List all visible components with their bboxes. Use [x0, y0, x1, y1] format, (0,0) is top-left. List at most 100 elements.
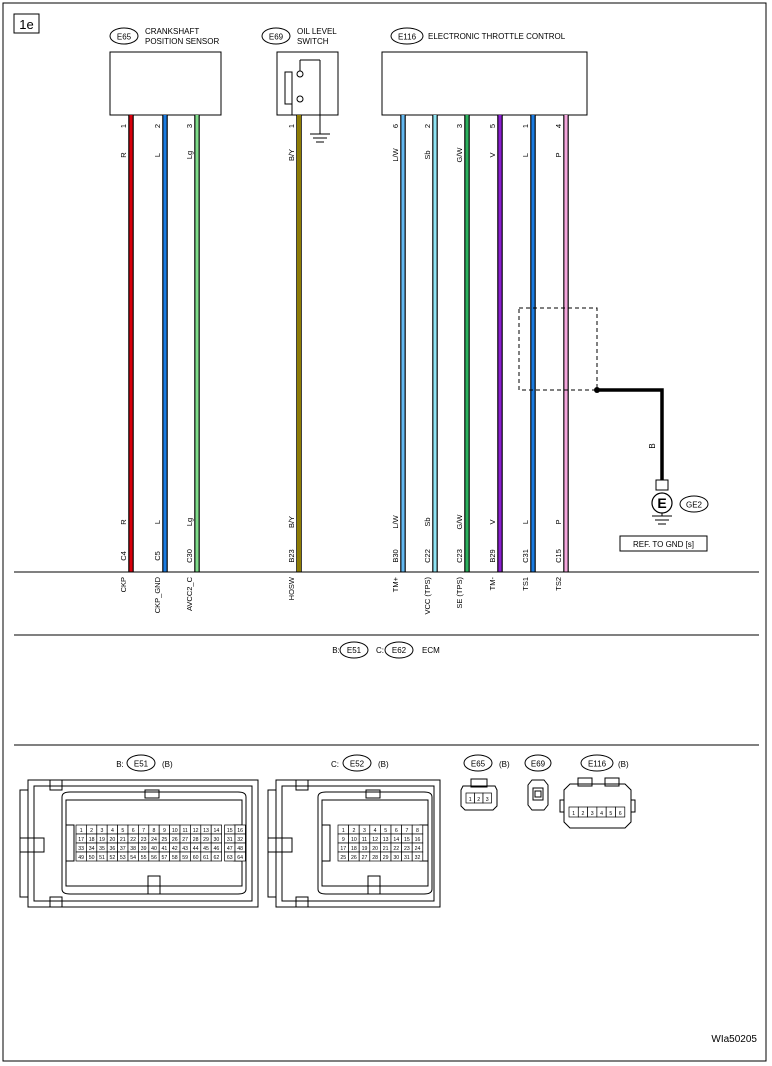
connector-pin-number: 16	[237, 828, 243, 834]
connector-pin: 38	[127, 842, 139, 853]
view-e51-prefix: B:	[116, 760, 124, 769]
connector-pin-number: 15	[227, 828, 233, 834]
e65-component-box	[109, 51, 222, 116]
connector-pin-number: 7	[405, 828, 408, 834]
connector-pin: 9	[337, 833, 349, 844]
connector-pin-number: 4	[111, 828, 114, 834]
connector-pin: 6	[615, 806, 626, 818]
connector-pin-number: 2	[90, 828, 93, 834]
connector-pin: 26	[348, 851, 360, 862]
connector-pin: 30	[390, 851, 402, 862]
ecm-signal-label: TS2	[554, 577, 563, 591]
connector-pin-number: 4	[600, 811, 603, 817]
connector-pin: 19	[96, 833, 108, 844]
connector-pin-number: 23	[141, 837, 147, 843]
component-pin-number: 1	[521, 124, 530, 128]
connector-pin: 58	[169, 851, 181, 862]
connector-pin: 61	[200, 851, 212, 862]
ecm-b-code: E51	[347, 646, 362, 655]
connector-pin: 59	[179, 851, 191, 862]
wire-color-label-top: V	[488, 152, 497, 157]
connector-pin: 30	[210, 833, 222, 844]
e65-code-badge	[109, 27, 139, 45]
connector-pin: 32	[411, 851, 424, 862]
e69-code: E69	[269, 33, 284, 42]
connector-pin: 15	[401, 833, 413, 844]
connector-pin: 28	[369, 851, 381, 862]
e65-name-line2: POSITION SENSOR	[145, 37, 219, 46]
connector-pin-number: 29	[203, 837, 209, 843]
connector-pin: 51	[96, 851, 108, 862]
connector-pin: 3	[587, 806, 598, 818]
connector-pin: 49	[75, 851, 87, 862]
connector-pin: 53	[117, 851, 129, 862]
ecm-signal-label: CKP_GND	[153, 576, 162, 613]
connector-pin: 25	[337, 851, 349, 862]
wire-color-label-bottom: B/Y	[287, 516, 296, 528]
ecm-pin-label: C30	[185, 549, 194, 563]
connector-pin-number: 3	[101, 828, 104, 834]
connector-pin-number: 10	[351, 837, 357, 843]
view-e52-prefix: C:	[331, 760, 339, 769]
connector-pin-number: 24	[151, 837, 157, 843]
connector-pin-number: 21	[120, 837, 126, 843]
connector-pin: 16	[234, 824, 246, 835]
component-pin-number: 3	[185, 124, 194, 128]
component-pin-number: 4	[554, 124, 563, 128]
view-e116-code: E116	[588, 760, 607, 769]
component-pin-number: 1	[119, 124, 128, 128]
connector-pin-number: 27	[362, 855, 368, 861]
connector-pin-number: 46	[214, 846, 220, 852]
connector-pin: 20	[369, 842, 381, 853]
ecm-signal-label: CKP	[119, 577, 128, 592]
connector-pin-number: 28	[193, 837, 199, 843]
connector-pin: 2	[474, 792, 484, 804]
connector-pin-number: 1	[80, 828, 83, 834]
ground-terminal	[655, 479, 669, 491]
connector-pin-number: 56	[151, 855, 157, 861]
ecm-pin-label: C22	[423, 549, 432, 563]
connector-pin-number: 34	[89, 846, 95, 852]
wire-color-label-bottom: Lg	[185, 518, 194, 526]
connector-pin: 2	[348, 824, 360, 835]
view-e116-suffix: (B)	[618, 760, 629, 769]
connector-pin: 6	[127, 824, 139, 835]
connector-pin-number: 41	[162, 846, 168, 852]
connector-pin-number: 38	[130, 846, 136, 852]
connector-pin-number: 22	[393, 846, 399, 852]
connector-pin-number: 30	[214, 837, 220, 843]
ecm-signal-label: TM+	[391, 576, 400, 592]
connector-pin-number: 14	[393, 837, 399, 843]
e116-code: E116	[398, 33, 417, 42]
e116-component-box	[381, 51, 588, 116]
connector-pin: 32	[234, 833, 246, 844]
oil-level-switch-icon	[284, 59, 330, 143]
connector-pin-number: 20	[110, 837, 116, 843]
connector-pin-number: 16	[415, 837, 421, 843]
view-e65-code: E65	[471, 760, 486, 769]
connector-pin: 42	[169, 842, 181, 853]
connector-pin: 22	[127, 833, 139, 844]
connector-pin-number: 3	[591, 811, 594, 817]
connector-pin-number: 35	[99, 846, 105, 852]
e65-code: E65	[117, 33, 132, 42]
wire-color-label-bottom: Sb	[423, 517, 432, 526]
connector-pin-number: 32	[237, 837, 243, 843]
ground-wire	[594, 387, 664, 480]
connector-pin-number: 60	[193, 855, 199, 861]
connector-pin: 40	[148, 842, 160, 853]
connector-pin-number: 9	[163, 828, 166, 834]
connector-pin-number: 27	[182, 837, 188, 843]
view-e52-badge	[342, 754, 372, 772]
connector-pin: 1	[337, 824, 349, 835]
connector-pin: 11	[358, 833, 371, 844]
connector-pin-number: 2	[477, 797, 480, 803]
connector-pin: 29	[380, 851, 392, 862]
connector-pin: 5	[380, 824, 392, 835]
